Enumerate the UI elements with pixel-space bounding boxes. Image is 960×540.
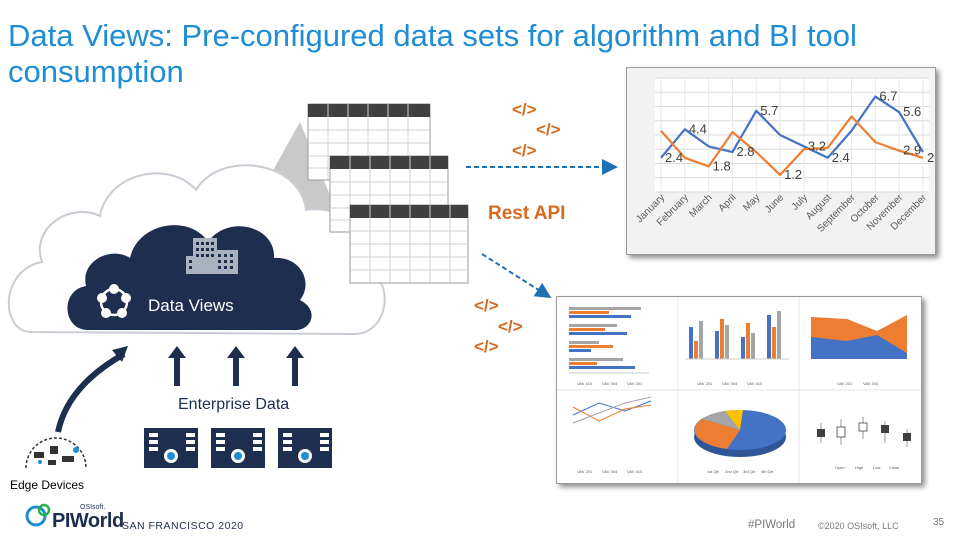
series-line-2 <box>660 115 924 177</box>
dashboard-legend: 1st Qtr <box>707 469 720 474</box>
dashboard-legend: 4th Qtr <box>761 469 774 474</box>
osisoft-logo-icon <box>25 503 51 527</box>
line-chart: 2.44.41.82.85.71.23.22.46.72.95.62.4Janu… <box>634 77 945 235</box>
data-label: 6.7 <box>879 89 897 104</box>
logo-piworld-text: PIWorld <box>52 510 124 532</box>
server-icon-2 <box>211 428 265 468</box>
page-number: 35 <box>933 517 945 528</box>
dashboard-legend: VAV 304 <box>602 469 618 474</box>
data-label: 2.8 <box>736 144 754 159</box>
x-tick-label: April <box>717 192 739 214</box>
x-tick-label: June <box>763 192 786 215</box>
network-icon <box>97 284 131 318</box>
data-label: 2.4 <box>832 150 850 165</box>
dashboard-legend: VAV 201 <box>627 381 643 386</box>
slide-title: Data Views: Pre-configured data sets for… <box>8 18 857 89</box>
dashboard-line-chart: VAV 201 VAV 304 VAV 410 <box>572 396 652 474</box>
dashboard-pie-chart: 1st Qtr 2nd Qtr 3rd Qtr 4th Qtr <box>694 409 786 474</box>
dashboard-axis-label: Open <box>835 465 845 470</box>
data-table-3 <box>349 204 469 284</box>
dashboard-legend: VAV 304 <box>863 381 879 386</box>
server-icon-3 <box>278 428 332 468</box>
dashboard-area-chart: VAV 201 VAV 304 <box>811 315 907 386</box>
dashboard-legend: VAV 304 <box>602 381 618 386</box>
enterprise-arrows <box>168 346 304 386</box>
edge-devices-icon <box>25 437 87 469</box>
footer-hashtag: #PIWorld <box>748 519 796 531</box>
series-line-1 <box>660 95 924 159</box>
dashboard-legend: VAV 201 <box>577 469 593 474</box>
enterprise-data-label: Enterprise Data <box>178 396 290 413</box>
x-tick-label: July <box>790 192 810 212</box>
edge-arrow <box>55 351 126 433</box>
data-label: 4.4 <box>689 121 707 136</box>
dashboard-legend: VAV 201 <box>697 381 713 386</box>
data-views-label: Data Views <box>148 296 234 315</box>
api-arrow-dashboard <box>481 253 552 299</box>
code-tag: </> <box>498 317 523 336</box>
data-label: 5.6 <box>903 104 921 119</box>
bi-dashboard: VAV 410 VAV 304 VAV 201 VAV 201 VAV 304 … <box>557 297 921 483</box>
footer-copyright: ©2020 OSIsoft, LLC <box>818 521 899 531</box>
dashboard-axis-label: Low <box>873 465 880 470</box>
dashboard-axis-label: Close <box>889 465 900 470</box>
code-tag: </> <box>536 120 561 139</box>
data-label: 5.7 <box>760 103 778 118</box>
data-label: 3.2 <box>808 138 826 153</box>
dashboard-legend: VAV 410 <box>747 381 763 386</box>
code-tag: </> <box>474 296 499 315</box>
logo-osisoft-text: OSIsoft. <box>80 504 106 511</box>
code-tag: </> <box>512 141 537 160</box>
code-tag: </> <box>512 100 537 119</box>
dashboard-hbar-chart: VAV 410 VAV 304 VAV 201 <box>569 307 649 386</box>
rest-api-label: Rest API <box>488 203 566 224</box>
line-chart-panel: 2.44.41.82.85.71.23.22.46.72.95.62.4Janu… <box>626 67 945 255</box>
data-views-cloud <box>67 225 312 331</box>
dashboard-stock-chart: Open High Low Close <box>817 417 911 470</box>
x-tick-label: March <box>687 192 714 219</box>
dashboard-legend: VAV 410 <box>627 469 643 474</box>
event-city: SAN FRANCISCO 2020 <box>122 520 244 532</box>
dashboard-legend: VAV 304 <box>722 381 738 386</box>
data-label: 2.4 <box>927 150 935 165</box>
dashboard-bar-chart: VAV 201 VAV 304 VAV 410 <box>685 311 789 386</box>
dashboard-legend: VAV 410 <box>577 381 593 386</box>
x-tick-label: May <box>741 192 762 213</box>
data-label: 2.9 <box>903 143 921 158</box>
dashboard-legend: 2nd Qtr <box>725 469 739 474</box>
edge-devices-label: Edge Devices <box>10 478 85 492</box>
bi-dashboard-panel: VAV 410 VAV 304 VAV 201 VAV 201 VAV 304 … <box>556 296 922 484</box>
server-icon-1 <box>144 428 198 468</box>
dashboard-legend: 3rd Qtr <box>743 469 756 474</box>
code-tag: </> <box>474 337 499 356</box>
dashboard-axis-label: High <box>855 465 863 470</box>
dashboard-legend: VAV 201 <box>837 381 853 386</box>
data-label: 1.8 <box>713 158 731 173</box>
data-label: 1.2 <box>784 167 802 182</box>
data-label: 2.4 <box>665 150 683 165</box>
